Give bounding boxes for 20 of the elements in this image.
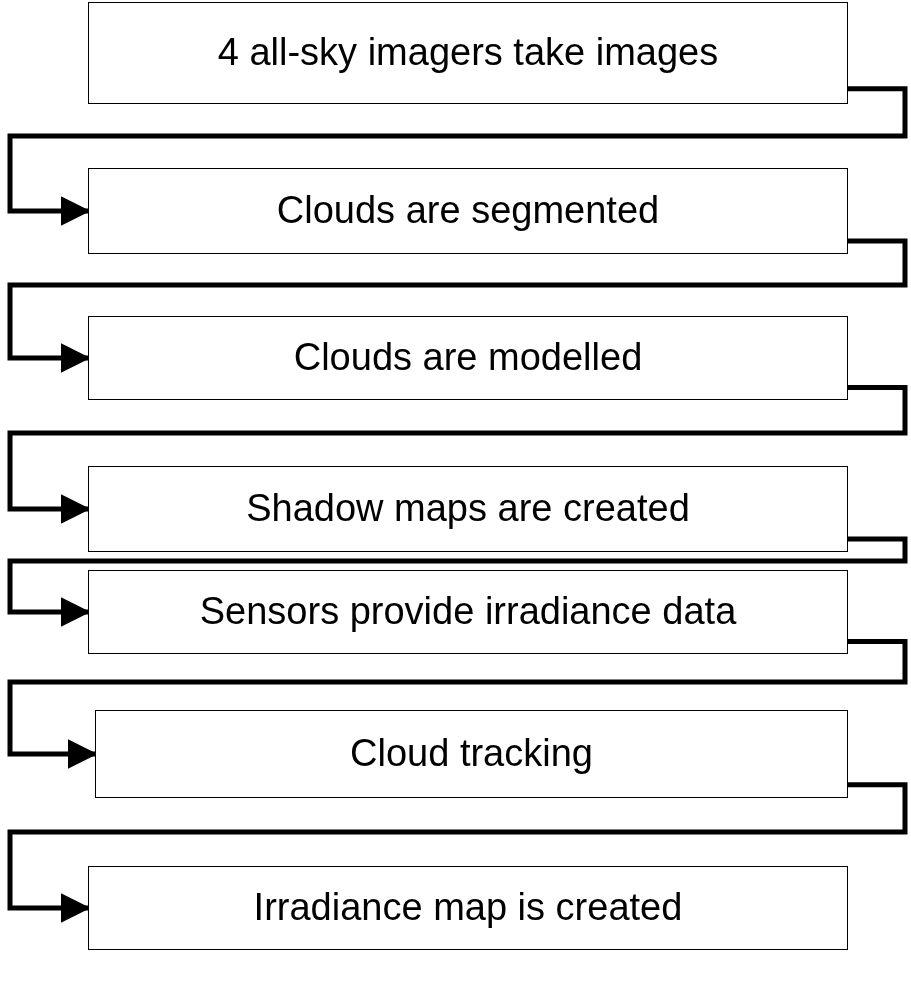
process-box (88, 2, 848, 104)
connector-arrow (7, 638, 908, 769)
step-text: Cloud tracking (350, 731, 593, 777)
connector-arrow (7, 782, 908, 923)
connector-arrow (7, 384, 908, 524)
process-box (88, 866, 848, 950)
connector-arrow (7, 86, 908, 226)
step-text: Clouds are modelled (293, 335, 643, 381)
connector-arrow (7, 536, 908, 627)
process-box (88, 168, 848, 254)
step-text: Irradiance map is created (253, 885, 683, 931)
process-box (95, 710, 848, 798)
process-box (88, 466, 848, 552)
step-text: Clouds are segmented (276, 188, 660, 234)
step-text: Sensors provide irradiance data (199, 589, 737, 635)
process-box (88, 570, 848, 654)
process-box (88, 316, 848, 400)
step-text: 4 all-sky imagers take images (217, 30, 719, 76)
step-text: Shadow maps are created (246, 486, 690, 532)
connector-arrow (7, 238, 908, 373)
